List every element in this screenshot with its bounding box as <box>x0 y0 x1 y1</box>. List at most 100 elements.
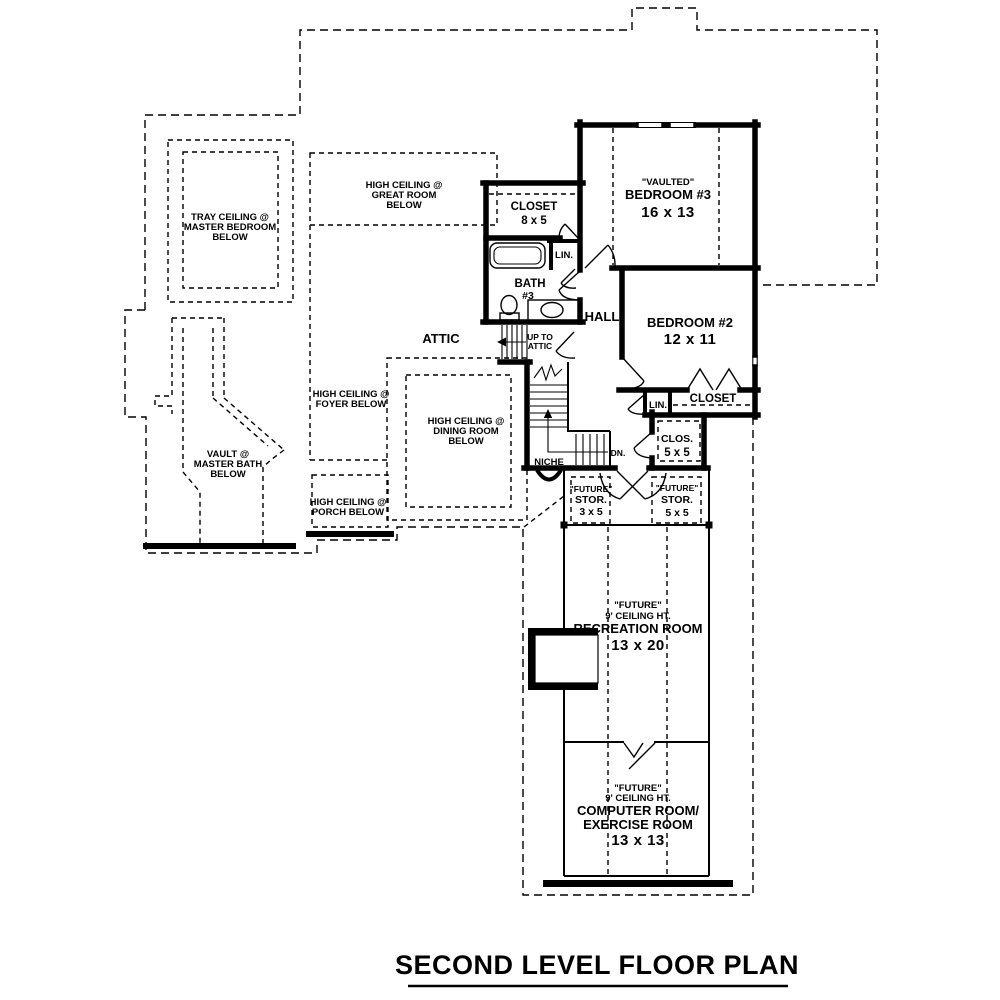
title-block: SECOND LEVEL FLOOR PLAN <box>395 950 799 988</box>
lin-upper-door <box>560 268 577 289</box>
label-bedroom3-name: BEDROOM #3 <box>625 187 711 202</box>
page-title: SECOND LEVEL FLOOR PLAN <box>395 950 799 980</box>
stair-break-line <box>533 363 563 382</box>
toilet-bowl <box>500 294 518 316</box>
label-rec-future: "FUTURE" <box>614 600 662 611</box>
vanity-counter <box>527 299 581 323</box>
label-foyer-1: HIGH CEILING @ <box>313 389 390 400</box>
bath-fixtures <box>489 242 581 323</box>
label-dining-1: HIGH CEILING @ <box>428 416 505 427</box>
label-stor3-name: STOR. <box>575 494 607 506</box>
bar-bottom-computer-room <box>543 880 733 887</box>
label-niche: NICHE <box>534 457 564 468</box>
label-bath3-name: BATH <box>514 278 545 290</box>
label-stor5-future: "FUTURE" <box>656 483 699 493</box>
outline-northwest <box>144 7 878 310</box>
future-rooms-walls <box>528 470 713 877</box>
bathtub-outer <box>489 242 546 269</box>
open-to-below-areas <box>154 128 750 875</box>
label-porch-2: PORCH BELOW <box>312 507 384 518</box>
bathtub-inner <box>493 246 542 265</box>
master-bath-vault-outline <box>154 317 285 543</box>
stor3-box <box>570 476 611 524</box>
label-rec-name: RECREATION ROOM <box>573 621 702 636</box>
label-rec-ceiling: 9' CEILING HT. <box>605 611 671 622</box>
clos5-shelf-box <box>657 420 701 462</box>
label-stor5-name: STOR. <box>661 494 693 506</box>
label-bedroom2-dim: 12 x 11 <box>664 331 717 348</box>
label-porch-1: HIGH CEILING @ <box>310 497 387 508</box>
label-clos5-name: CLOS. <box>661 433 693 445</box>
lower-level-wall-bars <box>143 531 733 887</box>
label-vault-2: MASTER BATH <box>194 459 263 470</box>
label-up-to-attic-1: UP TO <box>527 332 553 342</box>
stair-down-arrow-head <box>543 409 553 418</box>
toilet-tank <box>499 312 520 321</box>
label-comp-future: "FUTURE" <box>614 783 662 794</box>
foyer-below-edge <box>309 225 387 461</box>
label-tray-3: BELOW <box>212 232 247 243</box>
labels: TRAY CEILING @ MASTER BEDROOM BELOW HIGH… <box>184 177 737 849</box>
rec-comp-door <box>623 742 656 770</box>
label-bedroom2-name: BEDROOM #2 <box>647 315 733 330</box>
hip-line <box>523 495 565 528</box>
label-tray-2: MASTER BEDROOM <box>184 222 276 233</box>
label-vault-3: BELOW <box>210 469 245 480</box>
label-bedroom3-vaulted: "VAULTED" <box>642 177 694 188</box>
label-comp-dim: 13 x 13 <box>611 832 665 849</box>
niche-arch <box>535 468 563 482</box>
dining-room-inner <box>405 374 512 508</box>
label-stor5-dim: 5 x 5 <box>665 507 689 519</box>
label-comp-ceiling: 9' CEILING HT. <box>605 793 671 804</box>
closet8-door <box>558 223 579 239</box>
label-comp-name-1: COMPUTER ROOM/ <box>577 803 699 818</box>
bedroom3-door <box>584 244 616 269</box>
stair-lower-treads <box>575 434 605 465</box>
label-rec-dim: 13 x 20 <box>611 637 665 654</box>
windows <box>636 121 758 367</box>
label-attic: ATTIC <box>422 331 460 346</box>
label-lin-lower: LIN. <box>649 400 667 411</box>
attic-stair-arrow-head <box>497 337 506 347</box>
clos5-door <box>633 431 653 459</box>
label-foyer-2: FOYER BELOW <box>316 399 387 410</box>
stair-down-arrow-line <box>547 416 608 453</box>
stor5-box <box>651 476 702 524</box>
walls-solid <box>480 119 761 471</box>
rec-top-post-right <box>705 521 713 529</box>
great-room-below <box>309 152 498 226</box>
label-hall: HALL <box>585 309 620 324</box>
roof-outline-dashed <box>124 7 878 896</box>
rec-fireplace-inner <box>534 634 599 684</box>
stair-inner-wall <box>567 362 610 432</box>
label-dining-2: DINING ROOM <box>433 426 499 437</box>
doors <box>555 223 743 770</box>
label-closet8-name: CLOSET <box>511 201 558 213</box>
label-great-1: HIGH CEILING @ <box>366 180 443 191</box>
label-closet8-dim: 8 x 5 <box>521 215 547 227</box>
label-clos5-dim: 5 x 5 <box>664 447 690 459</box>
label-lin-upper: LIN. <box>555 250 573 261</box>
label-stor3-dim: 3 x 5 <box>579 506 603 518</box>
lin-lower-door <box>627 393 646 415</box>
tray-ceiling-inner <box>182 151 279 289</box>
bedroom2-closet-bifold <box>686 367 743 391</box>
stair-mid-treads <box>530 384 568 428</box>
vanity-sink <box>540 301 564 319</box>
stair-hall-door <box>555 331 576 359</box>
label-bedroom2-closet: CLOSET <box>690 393 737 405</box>
porch-below <box>311 474 389 528</box>
bar-under-porch <box>306 531 394 537</box>
label-tray-1: TRAY CEILING @ <box>191 212 269 223</box>
bar-under-master-bath <box>143 543 296 549</box>
label-great-3: BELOW <box>386 200 421 211</box>
label-great-2: GREAT ROOM <box>372 190 437 201</box>
stor-double-doors <box>599 470 667 500</box>
label-bedroom3-dim: 16 x 13 <box>641 204 695 221</box>
label-comp-name-2: EXERCISE ROOM <box>583 817 693 832</box>
bedroom2-door <box>621 356 645 390</box>
rec-top-post-left <box>560 521 568 529</box>
label-vault-1: VAULT @ <box>207 449 249 460</box>
